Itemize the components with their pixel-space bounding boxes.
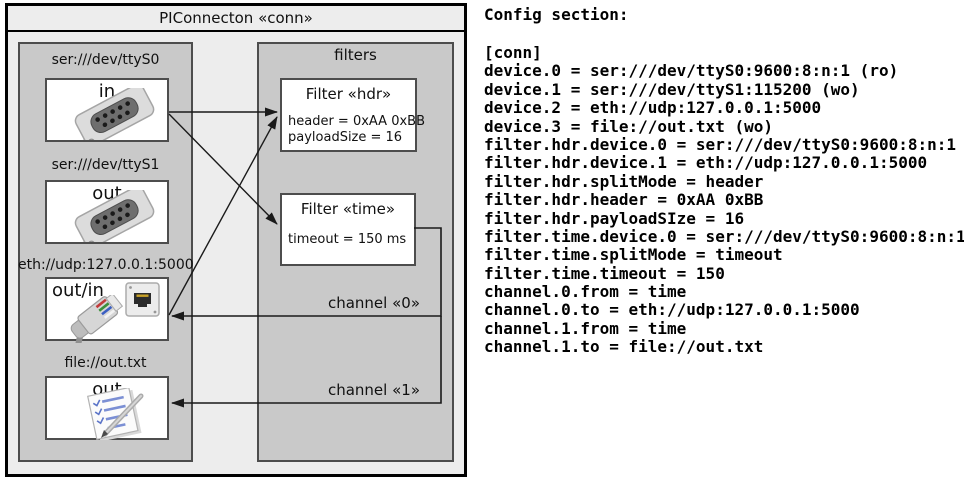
filters-panel-title: filters — [334, 46, 377, 64]
ethernet-jack-icon — [125, 282, 160, 317]
device-box-ttys0: in — [45, 78, 169, 142]
config-line: filter.time.timeout = 150 — [484, 263, 725, 283]
ethernet-plug-icon — [70, 295, 124, 343]
piconnecton-diagram: PIConnecton «conn» filters ser:///dev/tt… — [5, 3, 467, 477]
filter-attribute: timeout = 150 ms — [288, 232, 407, 247]
device-label-ttys0: ser:///dev/ttyS0 — [51, 52, 160, 68]
config-line: channel.0.to = eth://udp:127.0.0.1:5000 — [484, 300, 860, 320]
device-box-ttys1: out — [45, 180, 169, 244]
device-label-ttys1: ser:///dev/ttyS1 — [51, 157, 160, 173]
config-body: [conn] device.0 = ser:///dev/ttyS0:9600:… — [484, 43, 964, 357]
config-line: filter.time.splitMode = timeout — [484, 245, 783, 265]
config-line: filter.hdr.device.0 = ser:///dev/ttyS0:9… — [484, 134, 957, 154]
config-line: channel.1.to = file://out.txt — [484, 337, 764, 357]
config-line: channel.1.from = time — [484, 318, 687, 338]
config-line: filter.hdr.payloadSIze = 16 — [484, 208, 745, 228]
config-line: channel.0.from = time — [484, 282, 687, 302]
device-box-eth: out/in — [45, 277, 169, 343]
device-label-eth: eth://udp:127.0.0.1:5000 — [18, 257, 194, 273]
device-label-file: file://out.txt — [64, 355, 147, 371]
channel-1-label: channel «1» — [327, 381, 420, 399]
filter-box-hdr: Filter «hdr» header = 0xAA 0xBB payloadS… — [280, 78, 425, 152]
device-box-file: out — [45, 376, 169, 440]
config-line: device.3 = file://out.txt (wo) — [484, 116, 773, 136]
notepad-pen-icon — [87, 388, 144, 440]
diagram-title-bar: PIConnecton «conn» — [8, 6, 464, 32]
config-line: device.1 = ser:///dev/ttyS1:115200 (wo) — [484, 79, 860, 99]
config-section: Config section: [conn] device.0 = ser://… — [484, 0, 964, 484]
serial-connector-icon — [74, 190, 155, 242]
filter-box-time: Filter «time» timeout = 150 ms — [280, 193, 416, 266]
config-line: filter.hdr.device.1 = eth://udp:127.0.0.… — [484, 153, 928, 173]
channel-0-label: channel «0» — [327, 294, 420, 312]
filter-attribute: payloadSize = 16 — [288, 130, 403, 145]
filter-title: Filter «time» — [300, 200, 396, 218]
serial-connector-icon — [74, 88, 155, 140]
device-direction-label: in — [98, 81, 116, 102]
device-direction-label: out/in — [52, 280, 104, 301]
filter-title: Filter «hdr» — [305, 85, 392, 103]
diagram-title: PIConnecton «conn» — [159, 9, 313, 27]
config-line: [conn] — [484, 43, 542, 62]
config-line: device.0 = ser:///dev/ttyS0:9600:8:n:1 (… — [484, 61, 899, 81]
filter-attribute: header = 0xAA 0xBB — [288, 114, 426, 129]
config-line: device.2 = eth://udp:127.0.0.1:5000 — [484, 98, 822, 118]
config-line: filter.hdr.splitMode = header — [484, 171, 764, 191]
config-heading: Config section: — [484, 5, 629, 24]
config-line: filter.time.device.0 = ser:///dev/ttyS0:… — [484, 226, 964, 246]
config-line: filter.hdr.header = 0xAA 0xBB — [484, 190, 764, 210]
